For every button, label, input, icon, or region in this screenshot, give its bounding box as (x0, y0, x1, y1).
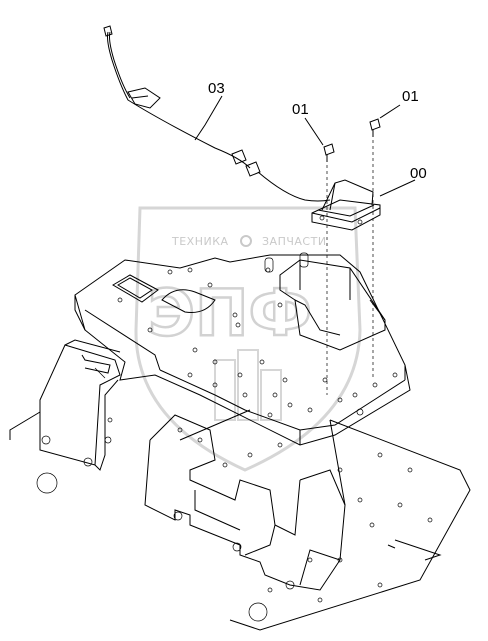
callout-bolt-left: 01 (292, 101, 309, 118)
controller-box (311, 179, 381, 231)
watermark-gear-icon (240, 235, 252, 247)
leader-lines (194, 95, 416, 197)
center-column (144, 414, 346, 591)
callout-harness: 03 (208, 80, 225, 97)
callout-bolt-right: 01 (402, 88, 419, 105)
watermark-logo: ЭПФ (148, 277, 312, 351)
watermark: ТЕХНИКА ЗАПЧАСТИ ЭПФ (134, 206, 362, 472)
watermark-left-word: ТЕХНИКА (171, 235, 229, 248)
watermark-right-word: ЗАПЧАСТИ (262, 235, 327, 248)
wire-harness (103, 25, 331, 202)
bolt-right (369, 118, 381, 378)
bolt-left (323, 143, 335, 395)
watermark-building-icon (214, 349, 282, 421)
base-frame (9, 408, 471, 631)
top-plate (74, 252, 411, 446)
callout-controller: 00 (410, 165, 427, 182)
left-bracket (39, 339, 121, 471)
